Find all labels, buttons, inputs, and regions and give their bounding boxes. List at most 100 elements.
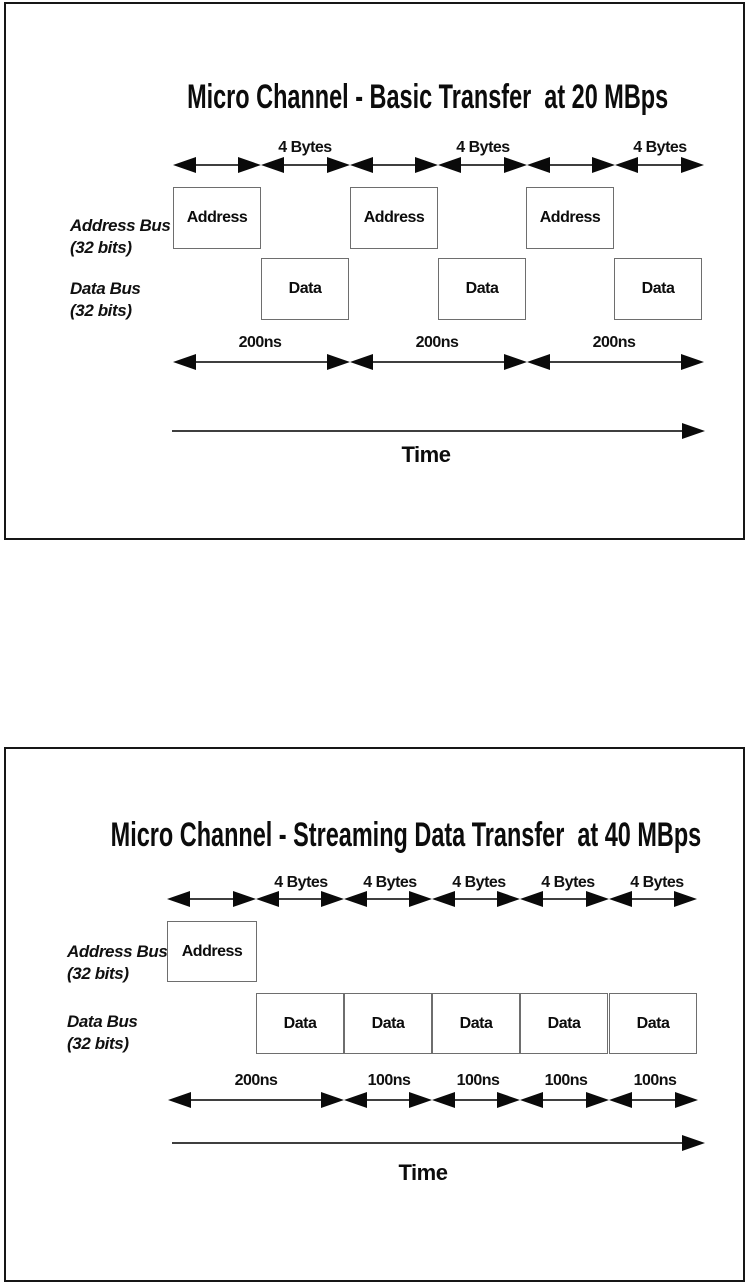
timing-label: 200ns <box>238 334 282 351</box>
data-box: Data <box>614 258 702 320</box>
data-bus-label: Data Bus(32 bits) <box>70 278 141 322</box>
arrowhead-left-icon <box>168 1092 191 1108</box>
arrowhead-right-icon <box>409 891 432 907</box>
timing-label: 100ns <box>456 1072 500 1089</box>
arrowhead-left-icon <box>261 157 284 173</box>
timing-label: 100ns <box>367 1072 411 1089</box>
data-box: Data <box>609 993 697 1054</box>
time-axis-line <box>172 430 695 432</box>
data-bus-label-line2: (32 bits) <box>67 1034 129 1053</box>
byte-interval-arrow <box>615 157 704 173</box>
byte-interval-arrow <box>432 891 520 907</box>
byte-interval-arrow <box>527 157 615 173</box>
address-box: Address <box>167 921 257 982</box>
timing-interval-arrow <box>527 354 704 370</box>
address-bus-label-line2: (32 bits) <box>67 964 129 983</box>
address-box: Address <box>350 187 438 249</box>
arrow-line <box>260 898 340 900</box>
diagram-title: Micro Channel - Streaming Data Transfer … <box>0 817 755 853</box>
arrowhead-right-icon <box>409 1092 432 1108</box>
arrowhead-right-icon <box>327 157 350 173</box>
data-box: Data <box>432 993 520 1054</box>
byte-interval-arrow <box>256 891 344 907</box>
arrow-line <box>348 1099 428 1101</box>
arrowhead-left-icon <box>520 891 543 907</box>
arrowhead-left-icon <box>609 891 632 907</box>
arrow-line <box>436 898 516 900</box>
arrowhead-left-icon <box>173 157 196 173</box>
byte-interval-arrow <box>344 891 432 907</box>
timing-label: 200ns <box>415 334 459 351</box>
arrowhead-left-icon <box>615 157 638 173</box>
arrowhead-left-icon <box>527 354 550 370</box>
arrow-line <box>348 898 428 900</box>
arrowhead-right-icon <box>233 891 256 907</box>
timing-interval-arrow <box>432 1092 520 1108</box>
byte-label: 4 Bytes <box>633 139 687 156</box>
arrow-line <box>442 164 523 166</box>
arrow-line <box>265 164 346 166</box>
arrowhead-right-icon <box>674 891 697 907</box>
timing-label: 200ns <box>592 334 636 351</box>
arrow-line <box>177 361 346 363</box>
arrow-line <box>177 164 257 166</box>
arrowhead-right-icon <box>321 891 344 907</box>
timing-interval-arrow <box>609 1092 698 1108</box>
byte-interval-arrow <box>167 891 256 907</box>
arrowhead-left-icon <box>438 157 461 173</box>
byte-label: 4 Bytes <box>630 874 684 891</box>
byte-label: 4 Bytes <box>541 874 595 891</box>
address-box: Address <box>526 187 614 249</box>
data-bus-label-line1: Data Bus <box>70 279 141 298</box>
arrowhead-left-icon <box>344 891 367 907</box>
byte-interval-arrow <box>173 157 261 173</box>
timing-interval-arrow <box>168 1092 344 1108</box>
data-box: Data <box>256 993 344 1054</box>
data-bus-label-line1: Data Bus <box>67 1012 138 1031</box>
byte-label: 4 Bytes <box>278 139 332 156</box>
diagram-title-text: Micro Channel - Streaming Data Transfer … <box>110 816 702 854</box>
timing-label: 100ns <box>633 1072 677 1089</box>
arrowhead-right-icon <box>497 891 520 907</box>
arrowhead-left-icon <box>350 157 373 173</box>
arrowhead-right-icon <box>321 1092 344 1108</box>
byte-interval-arrow <box>261 157 350 173</box>
address-bus-label-line2: (32 bits) <box>70 238 132 257</box>
time-axis-line <box>172 1142 695 1144</box>
time-label: Time <box>401 442 451 467</box>
address-box: Address <box>173 187 261 249</box>
timing-label: 200ns <box>234 1072 278 1089</box>
arrow-line <box>613 898 693 900</box>
arrow-line <box>354 361 523 363</box>
byte-interval-arrow <box>350 157 438 173</box>
arrowhead-right-icon <box>586 891 609 907</box>
time-axis-arrowhead-right-icon <box>682 423 705 439</box>
diagram-title: Micro Channel - Basic Transfer at 20 MBp… <box>0 79 755 115</box>
time-label: Time <box>398 1160 448 1185</box>
arrowhead-right-icon <box>504 354 527 370</box>
byte-label: 4 Bytes <box>274 874 328 891</box>
arrowhead-right-icon <box>504 157 527 173</box>
arrow-line <box>524 898 605 900</box>
timing-interval-arrow <box>350 354 527 370</box>
data-box: Data <box>520 993 608 1054</box>
arrowhead-left-icon <box>520 1092 543 1108</box>
timing-interval-arrow <box>173 354 350 370</box>
arrowhead-left-icon <box>432 1092 455 1108</box>
arrowhead-left-icon <box>173 354 196 370</box>
arrowhead-left-icon <box>609 1092 632 1108</box>
address-bus-label: Address Bus(32 bits) <box>67 941 168 985</box>
arrow-line <box>524 1099 605 1101</box>
timing-interval-arrow <box>520 1092 609 1108</box>
arrow-line <box>531 164 611 166</box>
arrowhead-right-icon <box>592 157 615 173</box>
arrowhead-right-icon <box>681 354 704 370</box>
arrow-line <box>436 1099 516 1101</box>
arrow-line <box>354 164 434 166</box>
arrowhead-left-icon <box>167 891 190 907</box>
arrow-line <box>171 898 252 900</box>
data-box: Data <box>261 258 349 320</box>
arrowhead-right-icon <box>497 1092 520 1108</box>
time-axis-arrowhead-right-icon <box>682 1135 705 1151</box>
